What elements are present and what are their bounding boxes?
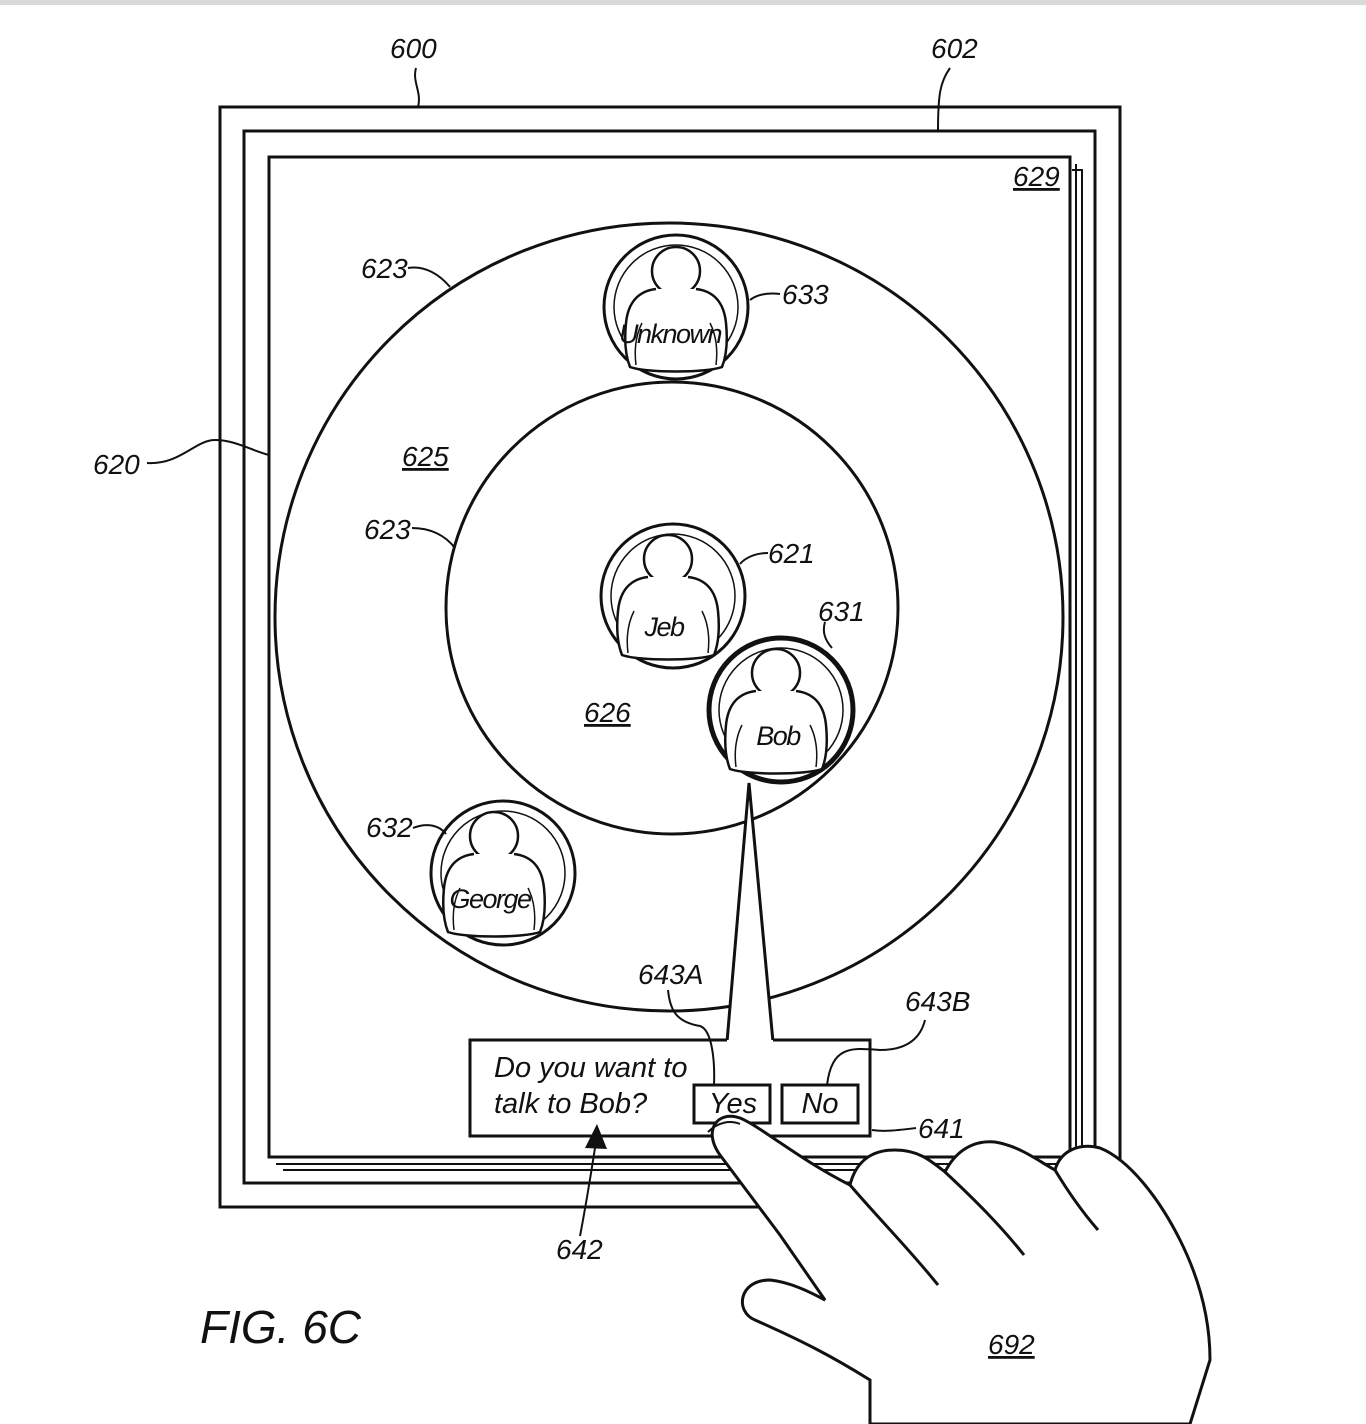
avatar-unknown[interactable]: Unknown (602, 233, 750, 381)
leader-632 (412, 824, 447, 835)
figure-label: FIG. 6C (200, 1301, 362, 1353)
arrowhead-642 (585, 1124, 607, 1149)
device-outer-frame (218, 105, 1122, 1209)
avatar-george[interactable]: George (429, 799, 577, 947)
leader-620 (146, 438, 270, 465)
ref-641: 641 (918, 1113, 965, 1144)
avatar-bob-label: Bob (756, 721, 801, 751)
ui-window (267, 155, 1072, 1159)
ref-633: 633 (782, 279, 829, 310)
dialog-callout-pointer (725, 782, 775, 1043)
ref-623-inner: 623 (364, 514, 411, 545)
user-hand-illustration (707, 1114, 1212, 1424)
display-frame (242, 129, 1097, 1185)
leader-623-outer (407, 266, 451, 288)
ref-642: 642 (556, 1234, 603, 1265)
ref-621: 621 (768, 538, 815, 569)
yes-button-label: Yes (709, 1088, 757, 1120)
ref-626: 626 (584, 697, 631, 728)
ref-602: 602 (931, 33, 978, 64)
leader-621 (739, 552, 769, 565)
leader-643b (826, 1019, 926, 1086)
ref-629: 629 (1013, 161, 1060, 192)
confirm-dialog: Do you want to talk to Bob? (468, 1038, 872, 1138)
ref-631: 631 (818, 596, 865, 627)
ref-623-outer: 623 (361, 253, 408, 284)
ref-600: 600 (390, 33, 437, 64)
leader-643a (667, 989, 716, 1086)
ref-625: 625 (402, 441, 449, 472)
no-button-label: No (801, 1088, 838, 1120)
ref-643a: 643A (638, 959, 703, 990)
ref-632: 632 (366, 812, 413, 843)
avatar-george-label: George (449, 884, 532, 914)
no-button[interactable]: No (780, 1083, 860, 1125)
leader-641 (871, 1127, 917, 1132)
leader-602 (937, 67, 951, 132)
dialog-message-line-1: Do you want to (494, 1052, 687, 1084)
ref-643b: 643B (905, 986, 970, 1017)
dialog-message-line-2: talk to Bob? (494, 1088, 648, 1120)
leader-633 (749, 292, 781, 301)
ref-620: 620 (93, 449, 140, 480)
leader-600 (414, 67, 420, 108)
ref-692: 692 (988, 1329, 1035, 1360)
viewer-top-bar (0, 0, 1366, 5)
outer-zone-ring (273, 221, 1065, 1013)
inner-zone-ring (444, 380, 900, 836)
leader-623-inner (411, 527, 456, 549)
avatar-jeb-label: Jeb (643, 612, 685, 642)
avatar-unknown-label: Unknown (619, 319, 722, 349)
leader-642 (579, 1147, 596, 1237)
avatar-bob-selected[interactable]: Bob (706, 635, 856, 785)
leader-631 (822, 621, 833, 649)
avatar-jeb[interactable]: Jeb (599, 522, 747, 670)
